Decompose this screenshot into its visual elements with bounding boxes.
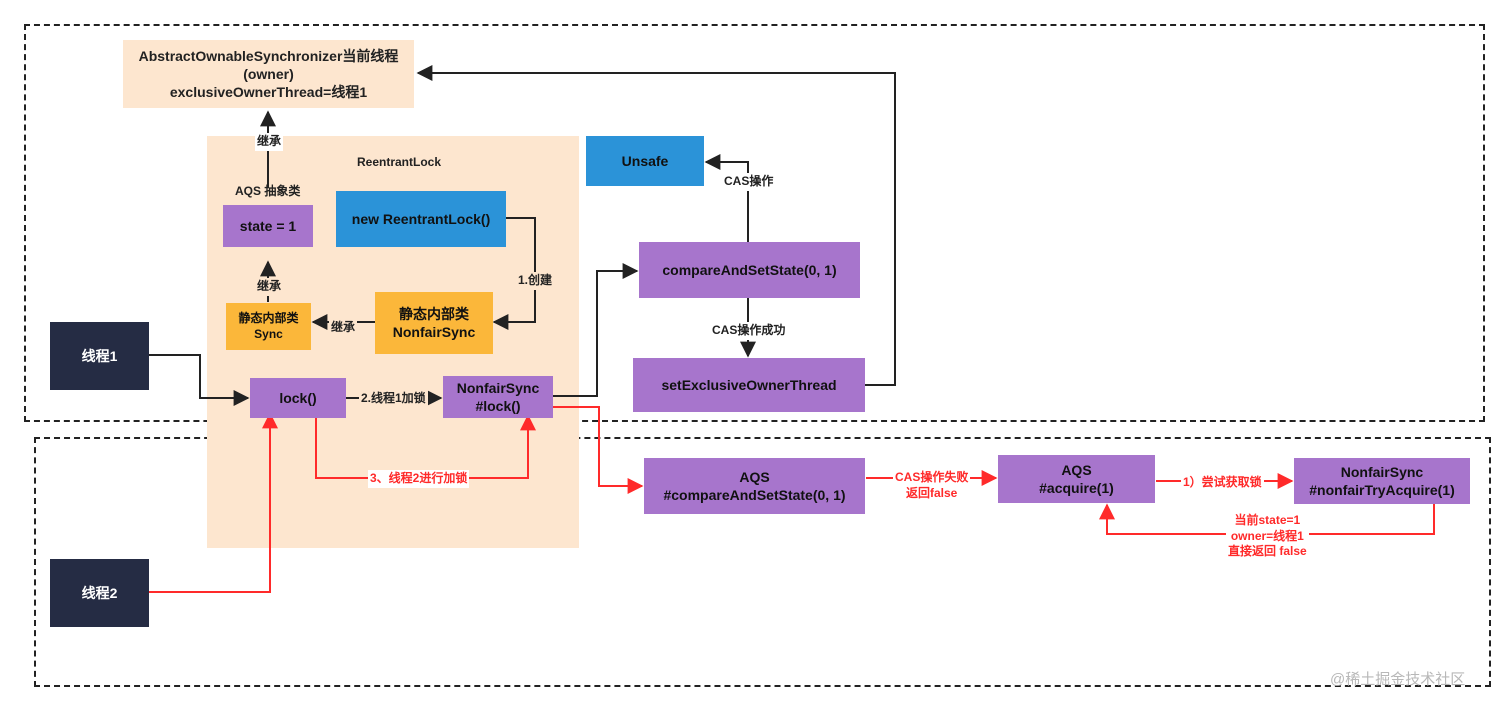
inherit-top-label: 继承 (255, 133, 284, 151)
nonfair-try-acquire-box: NonfairSync #nonfairTryAcquire(1) (1294, 458, 1470, 504)
thread1-frame (24, 24, 1485, 422)
arrow-create-nonfair (492, 217, 536, 330)
nonfair-sync-lock-box: NonfairSync #lock() (443, 376, 553, 418)
unsafe-box: Unsafe (586, 136, 704, 186)
compare-and-set-state-box: compareAndSetState(0, 1) (639, 242, 860, 298)
sync-box: 静态内部类 Sync (226, 303, 311, 350)
thread2-box: 线程2 (50, 559, 149, 627)
inherit-left-label: 继承 (329, 319, 358, 337)
watermark: @稀土掘金技术社区 (1330, 671, 1466, 688)
return-false-label: 当前state=1 owner=线程1 直接返回 false (1226, 512, 1309, 561)
arrow-set-owner-to-aos (416, 65, 896, 386)
create-label: 1.创建 (516, 272, 555, 290)
aqs-acquire-box: AQS #acquire(1) (998, 455, 1155, 503)
new-reentrant-lock-box: new ReentrantLock() (336, 191, 506, 247)
aqs-abstract-label: AQS 抽象类 (235, 184, 301, 198)
arrow-thread1-to-lock (149, 354, 250, 406)
aos-owner-box: AbstractOwnableSynchronizer当前线程 (owner) … (123, 40, 414, 108)
arrow-lock-to-nonfair-thread2 (315, 414, 536, 479)
reentrant-lock-title: ReentrantLock (357, 155, 442, 169)
thread1-box: 线程1 (50, 322, 149, 390)
arrow-cas-to-unsafe (704, 154, 749, 242)
cas-op-label: CAS操作 (722, 173, 776, 191)
inherit-mid-label: 继承 (255, 278, 284, 296)
nonfair-sync-box: 静态内部类 NonfairSync (375, 292, 493, 354)
try-acquire-label: 1）尝试获取锁 (1181, 474, 1264, 492)
state-box: state = 1 (223, 205, 313, 247)
cas-fail-label: CAS操作失败 返回false (893, 469, 971, 503)
arrow-thread2-to-lock (149, 412, 278, 593)
aqs-compare-and-set-state-box: AQS #compareAndSetState(0, 1) (644, 458, 865, 514)
arrow-nonfair-lock-to-cas (553, 263, 639, 397)
set-exclusive-owner-thread-box: setExclusiveOwnerThread (633, 358, 865, 412)
arrow-nonfair-lock-to-aqs-cas (553, 406, 644, 494)
thread2-frame (34, 437, 1491, 687)
thread2-lock-label: 3、线程2进行加锁 (368, 470, 470, 488)
cas-success-label: CAS操作成功 (710, 322, 788, 340)
thread1-lock-label: 2.线程1加锁 (359, 390, 428, 408)
lock-box: lock() (250, 378, 346, 418)
